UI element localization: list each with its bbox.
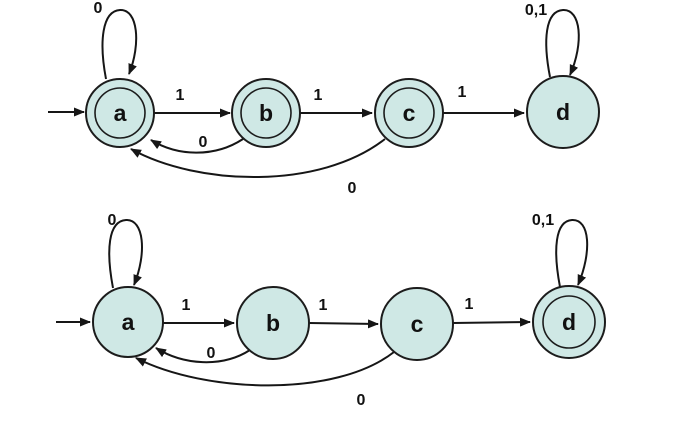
transition-c-d-top-label: 1	[458, 84, 467, 101]
transition-c-d-bottom-label: 1	[465, 296, 474, 313]
state-c-top-circle	[374, 78, 444, 148]
transition-b-c-top-label: 1	[314, 87, 323, 104]
transition-c-a-top-label: 0	[348, 180, 357, 197]
automaton-top: 0 0,1 1 1 1 0 0 a	[48, 0, 600, 197]
state-b-bottom: b	[236, 286, 310, 360]
state-a-bottom: a	[92, 286, 164, 358]
state-a-bottom-label: a	[122, 309, 135, 335]
state-b-top-label: b	[259, 100, 273, 126]
state-c-top-accept-ring	[383, 87, 435, 139]
state-d-bottom-label: d	[562, 309, 576, 335]
self-loop-a-top-label: 0	[94, 0, 103, 17]
state-c-bottom-circle	[380, 287, 454, 361]
transition-c-a-bottom	[135, 351, 395, 387]
state-c-top-label: c	[403, 100, 416, 126]
transition-c-a-top	[130, 138, 386, 179]
state-c-bottom-label: c	[411, 311, 424, 337]
transition-a-b-bottom-label: 1	[182, 297, 191, 314]
state-a-top-label: a	[114, 100, 127, 126]
self-loop-a-bottom	[108, 218, 143, 289]
transition-b-a-top-label: 0	[199, 134, 208, 151]
self-loop-a-top	[101, 8, 138, 80]
state-b-top: b	[231, 78, 301, 148]
state-a-bottom-circle	[92, 286, 164, 358]
state-d-top: d	[526, 75, 600, 149]
self-loop-d-bottom-label: 0,1	[532, 212, 554, 229]
state-a-top-accept-ring	[94, 87, 146, 139]
state-d-top-label: d	[556, 99, 570, 125]
transition-c-d-bottom	[452, 317, 531, 327]
state-c-bottom: c	[380, 287, 454, 361]
state-d-top-circle	[526, 75, 600, 149]
state-d-bottom: d	[532, 285, 606, 359]
transition-a-b-top-label: 1	[176, 87, 185, 104]
state-b-top-accept-ring	[240, 87, 292, 139]
self-loop-d-top	[545, 8, 580, 78]
transition-b-c-bottom	[308, 319, 379, 329]
state-c-top: c	[374, 78, 444, 148]
state-b-top-circle	[231, 78, 301, 148]
transition-b-a-top	[150, 138, 244, 154]
transition-c-a-bottom-label: 0	[357, 392, 366, 409]
automaton-bottom: 0 0,1 1 1 1 0 0 a	[56, 212, 606, 409]
state-d-bottom-accept-ring	[542, 295, 596, 349]
state-a-top-circle	[85, 78, 155, 148]
transition-b-a-bottom	[155, 347, 251, 364]
self-loop-d-bottom	[555, 218, 589, 288]
state-b-bottom-label: b	[266, 310, 280, 336]
self-loop-d-top-label: 0,1	[525, 2, 547, 19]
self-loop-a-bottom-label: 0	[108, 212, 117, 229]
transition-b-c-bottom-label: 1	[319, 297, 328, 314]
state-b-bottom-circle	[236, 286, 310, 360]
transition-b-a-bottom-label: 0	[207, 345, 216, 362]
state-a-top: a	[85, 78, 155, 148]
